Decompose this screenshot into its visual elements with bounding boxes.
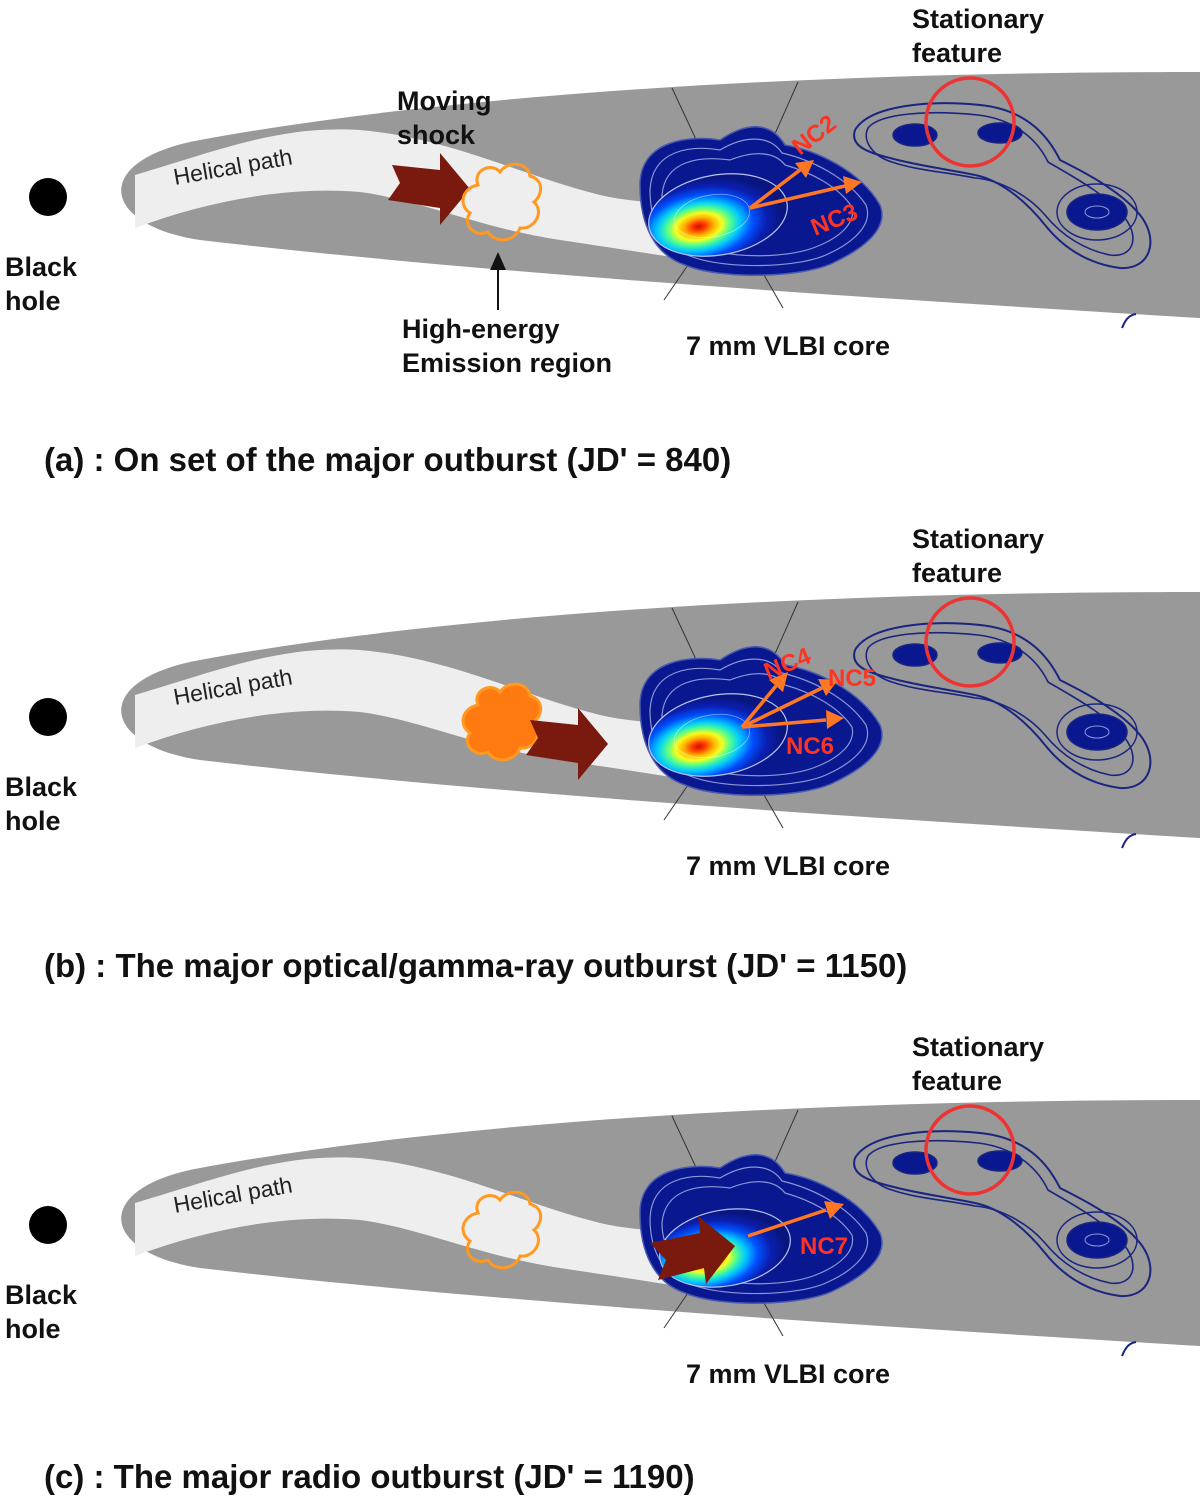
component-arrows	[740, 672, 844, 729]
core-label: 7 mm VLBI core	[686, 1359, 890, 1389]
helical-path	[135, 1157, 700, 1288]
stationary-feature-label-line2: feature	[912, 1066, 1002, 1096]
panel-c-caption: (c) : The major radio outburst (JD' = 11…	[44, 1458, 695, 1495]
component-arrows	[747, 1201, 844, 1238]
stationary-feature-label-line1: Stationary	[912, 1032, 1044, 1062]
stationary-feature-label-line2: feature	[912, 558, 1002, 588]
emission-region	[461, 162, 543, 242]
stationary-feature-circle	[924, 596, 1016, 688]
black-hole-label-line2: hole	[5, 806, 61, 836]
stationary-feature-label-line2: feature	[912, 38, 1002, 68]
black-hole-label-line1: Black	[5, 252, 78, 282]
component-label-nc6: NC6	[786, 733, 834, 760]
moving-shock-arrow	[526, 708, 608, 780]
core-label: 7 mm VLBI core	[686, 851, 890, 881]
emission-region	[461, 682, 543, 762]
moving-shock-label-line1: Moving	[397, 86, 492, 116]
black-hole-label-line2: hole	[5, 1314, 61, 1344]
core-label: 7 mm VLBI core	[686, 331, 890, 361]
black-hole	[29, 178, 67, 216]
stationary-feature-label-line1: Stationary	[912, 4, 1044, 34]
stationary-feature-circle	[924, 76, 1016, 168]
black-hole-label-line1: Black	[5, 1280, 78, 1310]
panel-a-caption: (a) : On set of the major outburst (JD' …	[44, 441, 732, 478]
panel-a: Black hole Helical path Moving shock Hig…	[5, 4, 1200, 378]
black-hole	[29, 698, 67, 736]
black-hole-label-line2: hole	[5, 286, 61, 316]
moving-shock-label-line2: shock	[397, 120, 476, 150]
panel-b: Black hole Helical path 7 mm VLBI core S…	[5, 524, 1200, 881]
stationary-feature-label-line1: Stationary	[912, 524, 1044, 554]
emission-region-pointer	[490, 252, 506, 310]
component-arrows	[748, 160, 862, 210]
panel-c: Black hole Helical path 7 mm VLBI core S…	[5, 1032, 1200, 1389]
component-label-nc5: NC5	[828, 665, 876, 692]
emission-region-label-line1: High-energy	[402, 314, 560, 344]
moving-shock-arrow	[650, 1216, 735, 1284]
black-hole-label-line1: Black	[5, 772, 78, 802]
component-label-nc7: NC7	[800, 1233, 848, 1260]
emission-region	[461, 1190, 543, 1270]
stationary-feature-circle	[924, 1104, 1016, 1196]
emission-region-label-line2: Emission region	[402, 348, 612, 378]
moving-shock-arrow	[388, 153, 470, 225]
panel-b-caption: (b) : The major optical/gamma-ray outbur…	[44, 947, 908, 984]
black-hole	[29, 1206, 67, 1244]
